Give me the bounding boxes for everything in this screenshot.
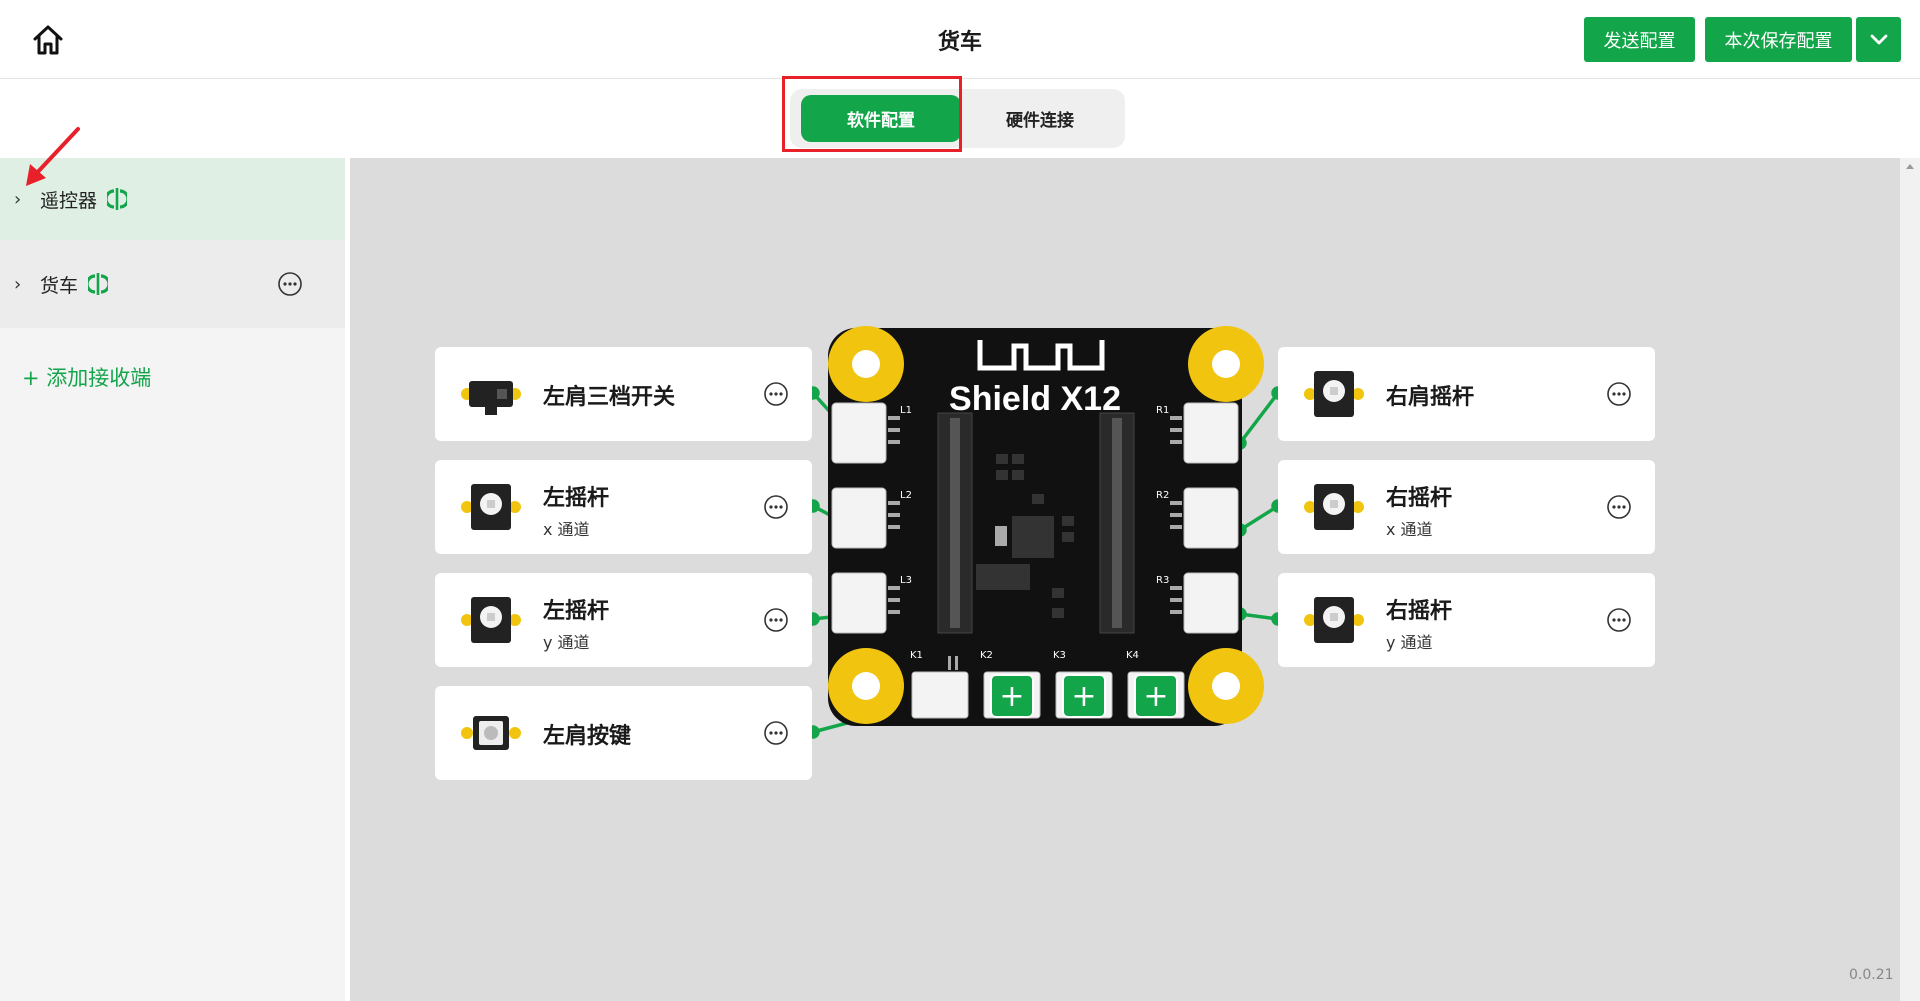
chevron-right-icon[interactable]: › <box>14 188 22 210</box>
home-icon[interactable] <box>30 22 66 58</box>
device-card-left-joystick-x[interactable]: 左摇杆 x 通道 <box>435 460 812 554</box>
more-options-icon[interactable] <box>1606 381 1632 407</box>
push-button-icon <box>461 716 521 750</box>
board-name: Shield X12 <box>949 380 1121 418</box>
port-label-r3: R3 <box>1156 575 1169 586</box>
joystick-icon <box>1304 484 1364 530</box>
joystick-icon <box>1304 371 1364 417</box>
version-label: 0.0.21 <box>1849 967 1894 983</box>
config-tabs: 软件配置 硬件连接 <box>790 89 1125 148</box>
sidebar: › 遥控器 › 货车 + 添加接收端 <box>0 158 345 1001</box>
more-options-icon[interactable] <box>1606 607 1632 633</box>
add-k2-button[interactable]: + <box>990 674 1034 718</box>
scrollbar[interactable] <box>1900 158 1920 1001</box>
device-card-right-joystick-y[interactable]: 右摇杆 y 通道 <box>1278 573 1655 667</box>
device-title: 左摇杆 <box>543 599 610 624</box>
mount-holes <box>828 326 1264 724</box>
device-subtitle: x 通道 <box>1386 520 1433 539</box>
device-title: 左肩三档开关 <box>543 385 676 410</box>
send-config-button[interactable]: 发送配置 <box>1584 17 1695 62</box>
port-label-l3: L3 <box>900 575 912 586</box>
shield-x12-board: Shield X12 L1 L2 L3 R1 R2 R3 K1 <box>800 318 1270 738</box>
port-label-k3: K3 <box>1053 650 1066 661</box>
board-graphic: Shield X12 L1 L2 L3 R1 R2 R3 K1 <box>828 326 1264 726</box>
port-label-k4: K4 <box>1126 650 1139 661</box>
more-options-icon[interactable] <box>763 720 789 746</box>
tab-hardware-connection[interactable]: 硬件连接 <box>1006 111 1074 131</box>
device-card-left-shoulder-switch[interactable]: 左肩三档开关 <box>435 347 812 441</box>
device-card-right-joystick-x[interactable]: 右摇杆 x 通道 <box>1278 460 1655 554</box>
connection-icon <box>107 188 128 210</box>
port-label-k2: K2 <box>980 650 993 661</box>
chevron-down-icon <box>1870 34 1887 44</box>
more-options-icon[interactable] <box>763 494 789 520</box>
joystick-icon <box>461 597 521 643</box>
more-options-icon[interactable] <box>1606 494 1632 520</box>
save-dropdown-button[interactable] <box>1856 17 1901 62</box>
top-header: 货车 发送配置 本次保存配置 <box>0 0 1920 79</box>
device-title: 左肩按键 <box>543 724 632 749</box>
sidebar-item-label: 遥控器 <box>40 189 98 212</box>
sidebar-item-label: 货车 <box>40 274 79 297</box>
sidebar-item-truck[interactable]: › 货车 <box>0 240 345 328</box>
port-label-k1: K1 <box>910 650 923 661</box>
add-receiver-button[interactable]: + 添加接收端 <box>22 366 152 390</box>
device-title: 右摇杆 <box>1386 599 1453 624</box>
port-label-l2: L2 <box>900 490 912 501</box>
device-subtitle: y 通道 <box>543 633 590 652</box>
device-card-left-shoulder-button[interactable]: 左肩按键 <box>435 686 812 780</box>
add-k3-button[interactable]: + <box>1062 674 1106 718</box>
more-options-icon[interactable] <box>763 381 789 407</box>
scroll-up-icon[interactable] <box>1905 161 1915 171</box>
device-subtitle: x 通道 <box>543 520 590 539</box>
board-logo <box>977 340 1105 371</box>
port-label-l1: L1 <box>900 405 912 416</box>
device-subtitle: y 通道 <box>1386 633 1433 652</box>
port-label-r2: R2 <box>1156 490 1169 501</box>
more-options-icon[interactable] <box>277 271 303 297</box>
device-title: 右肩摇杆 <box>1386 385 1475 410</box>
device-card-right-shoulder-joystick[interactable]: 右肩摇杆 <box>1278 347 1655 441</box>
tab-software-config[interactable]: 软件配置 <box>801 95 961 142</box>
device-title: 左摇杆 <box>543 486 610 511</box>
device-title: 右摇杆 <box>1386 486 1453 511</box>
add-k4-button[interactable]: + <box>1134 674 1178 718</box>
port-label-r1: R1 <box>1156 405 1169 416</box>
joystick-icon <box>461 484 521 530</box>
device-card-left-joystick-y[interactable]: 左摇杆 y 通道 <box>435 573 812 667</box>
save-config-button[interactable]: 本次保存配置 <box>1705 17 1852 62</box>
three-position-switch-icon <box>461 381 521 415</box>
connection-icon <box>88 273 109 295</box>
joystick-icon <box>1304 597 1364 643</box>
more-options-icon[interactable] <box>763 607 789 633</box>
chevron-right-icon[interactable]: › <box>14 273 22 295</box>
sidebar-item-remote[interactable]: › 遥控器 <box>0 158 345 240</box>
